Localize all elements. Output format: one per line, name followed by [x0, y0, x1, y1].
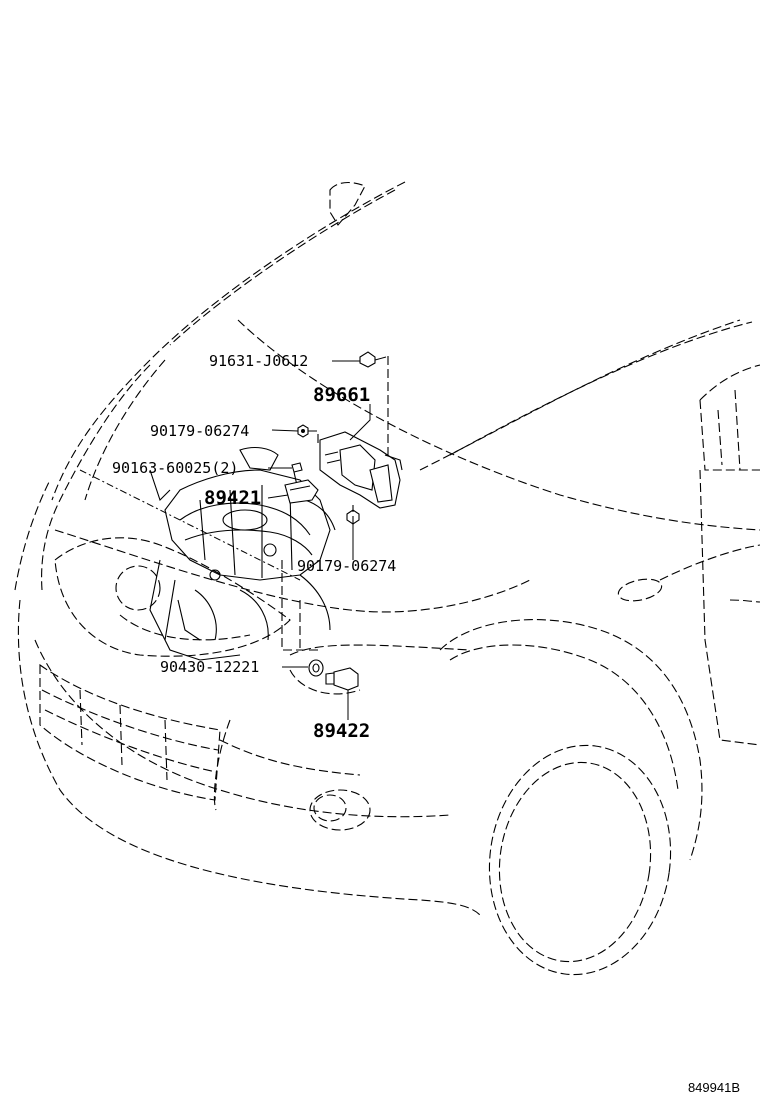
engine-assembly [149, 446, 336, 661]
bolt-91631-part [359, 351, 387, 368]
vehicle-body [14, 181, 760, 976]
label-89661: 89661 [313, 384, 370, 406]
label-90179-06274-lower: 90179-06274 [297, 557, 396, 575]
label-89422: 89422 [313, 720, 370, 742]
gasket-90430-part [308, 659, 324, 677]
diagram-reference-code: 849941B [688, 1080, 740, 1095]
leader-lines [267, 356, 389, 720]
sensor-89421-part [284, 479, 319, 504]
label-91631-j0612: 91631-J0612 [209, 352, 308, 370]
label-89421: 89421 [204, 487, 261, 509]
sensor-89422-part [325, 667, 359, 691]
label-90163-60025: 90163-60025(2) [112, 459, 238, 477]
ecu-89661-part [319, 431, 403, 509]
label-90430-12221: 90430-12221 [160, 658, 259, 676]
nut-90179-upper-part [297, 424, 309, 438]
label-90179-06274-upper: 90179-06274 [150, 422, 249, 440]
